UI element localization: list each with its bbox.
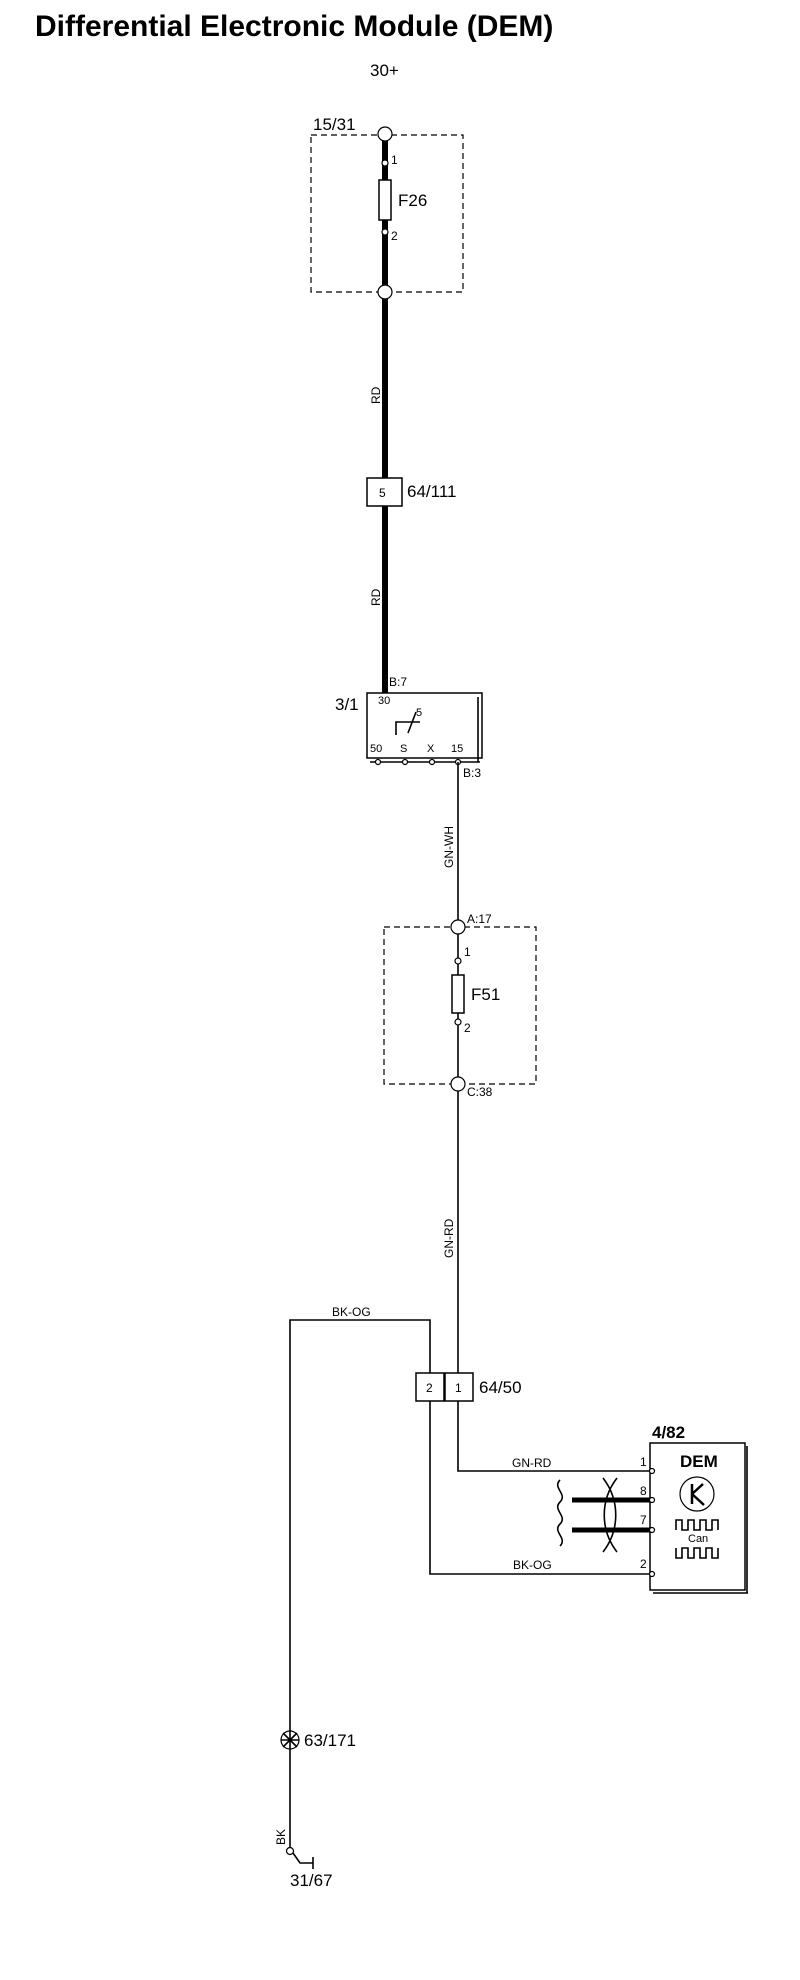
dem-module-name: DEM [680,1452,718,1471]
switch-symbol-blade [407,711,417,734]
ground-symbol [292,1852,313,1864]
dem-module-controller-glyph [690,1483,705,1506]
connector-64-50-pin-2 [415,1372,445,1402]
connector-64-111 [366,477,403,507]
dem-pin-8-dot [648,1496,656,1504]
wire-bk-og-bottom-label: BK-OG [513,1558,552,1572]
can-signal-wave-high [675,1519,719,1531]
fuse-f26-pin1-label: 1 [391,153,398,167]
dem-pin-7-dot [648,1526,656,1534]
wire-bk-og [289,1319,652,1847]
dem-module-can-label: Can [688,1533,708,1545]
ignition-switch [366,692,483,759]
node-c38 [450,1076,466,1092]
connector-64-50-pin-1 [444,1372,474,1402]
ignition-switch-pin-bottom: B:3 [463,766,481,780]
ignition-switch-pin-s: S [400,743,407,755]
dem-pin-1-label: 1 [640,1455,647,1469]
dem-pin-2-label: 2 [640,1557,647,1571]
node-30-plus [377,126,393,142]
ground-terminal-dot [285,1846,295,1856]
wire-bk-label: BK [274,1829,288,1845]
can-twist-symbol [602,1477,618,1553]
can-signal-wave-low [675,1547,719,1559]
ignition-switch-inner-pin: 5 [416,707,422,719]
wire-rd-upper-label: RD [369,386,383,404]
fuse-f26 [378,179,392,221]
wire-gn-rd-horizontal [457,1401,652,1472]
can-break-symbol [556,1479,564,1547]
connector-64-50-label: 64/50 [479,1378,522,1397]
connector-64-111-label: 64/111 [407,482,456,501]
fusebox-15-31-label: 15/31 [313,115,356,134]
fuse-f51-pin1 [454,957,462,965]
wire-rd-lower-label: RD [369,588,383,606]
wire-bk-og-top-label: BK-OG [332,1305,371,1319]
connector-64-111-pin: 5 [379,486,386,500]
connector-64-50-pin2-label: 2 [426,1381,433,1395]
fuse-f26-label: F26 [398,191,427,210]
fuse-f26-pin2 [381,228,389,236]
ground-point-label: 63/171 [304,1731,356,1750]
dem-pin-8-label: 8 [640,1484,647,1498]
ignition-pin-s-dot [401,758,409,766]
node-a17 [450,919,466,935]
ignition-switch-label: 3/1 [335,695,359,714]
connector-64-50-pin1-label: 1 [455,1381,462,1395]
ignition-pin-50-dot [374,758,382,766]
dem-module-controller-icon [679,1476,715,1512]
fuse-f51 [451,974,465,1014]
supply-label: 30+ [370,61,399,80]
fusebox-2-pin-bottom: C:38 [467,1085,493,1099]
dem-pin-7-label: 7 [640,1513,647,1527]
dem-module-label: 4/82 [652,1423,685,1442]
ground-point-symbol [281,1731,299,1749]
ignition-switch-pin-30: 30 [378,695,390,707]
page-title: Differential Electronic Module (DEM) [35,10,553,43]
wire-gn-wh-label: GN-WH [442,826,456,868]
wire-gn-rd-horizontal-label: GN-RD [512,1456,552,1470]
ignition-switch-pin-50: 50 [370,743,382,755]
fuse-f26-pin2-label: 2 [391,229,398,243]
fuse-f51-pin2 [454,1018,462,1026]
fuse-f51-label: F51 [471,985,500,1004]
ignition-pin-x-dot [428,758,436,766]
wire-gn-rd-vertical-label: GN-RD [442,1218,456,1258]
fuse-f51-pin1-label: 1 [464,945,471,959]
ignition-switch-pin-x: X [427,743,435,755]
fuse-f26-pin1 [381,159,389,167]
dem-pin-2-dot [648,1570,656,1578]
ignition-switch-pin-top: B:7 [389,675,407,689]
fuse-f51-pin2-label: 2 [464,1021,471,1035]
fusebox-2-pin-top: A:17 [467,912,492,926]
dem-pin-1-dot [648,1467,656,1475]
ignition-switch-pin-15: 15 [451,743,463,755]
ground-label: 31/67 [290,1871,333,1890]
node-fusebox1-out [377,284,393,300]
dem-module [649,1442,746,1591]
